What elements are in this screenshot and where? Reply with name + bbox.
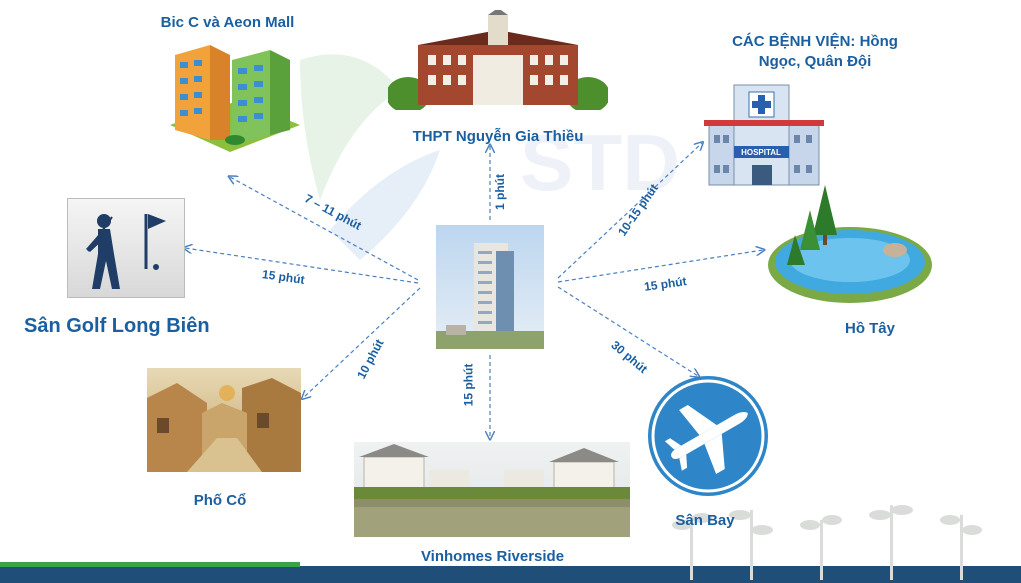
school-label: THPT Nguyễn Gia Thiều (412, 128, 584, 145)
hospital-label-line1: CÁC BỆNH VIỆN: Hồng (732, 33, 898, 50)
arrow-golf (185, 248, 419, 284)
riverside-label: Vinhomes Riverside (420, 548, 565, 565)
watermark-text: STD (520, 118, 680, 207)
oldquarter-label: Phố Cổ (193, 492, 247, 509)
riverside-image (354, 442, 630, 537)
golf-label: Sân Golf Long Biên (24, 315, 210, 337)
arrow-bicc (230, 177, 419, 281)
airplane-icon (648, 376, 768, 496)
school-building-icon (388, 10, 608, 110)
arrow-oldquarter (303, 287, 421, 398)
bicc-building-icon (170, 45, 300, 152)
arrow-hospital (557, 143, 702, 279)
lake-icon (768, 185, 932, 303)
center-building-image (436, 225, 544, 349)
hospital-label: CÁC BỆNH VIỆN: Hồng Ngọc, Quân Đội (700, 32, 930, 72)
bicc-label: Bic C và Aeon Mall (160, 14, 295, 31)
hospital-label-line2: Ngọc, Quân Đội (758, 53, 872, 70)
golf-icon (67, 198, 185, 298)
oldquarter-image (147, 368, 301, 472)
time-riverside: 15 phút (461, 363, 476, 407)
hospital-icon: HOSPITAL (704, 84, 824, 186)
hospital-sign-text: HOSPITAL (741, 148, 781, 157)
bottom-bar (0, 566, 1021, 583)
plant-decoration (672, 505, 982, 580)
bottom-accent (0, 562, 300, 567)
time-school: 1 phút (493, 174, 507, 210)
lake-label: Hồ Tây (844, 320, 895, 337)
airport-label: Sân Bay (675, 512, 735, 529)
